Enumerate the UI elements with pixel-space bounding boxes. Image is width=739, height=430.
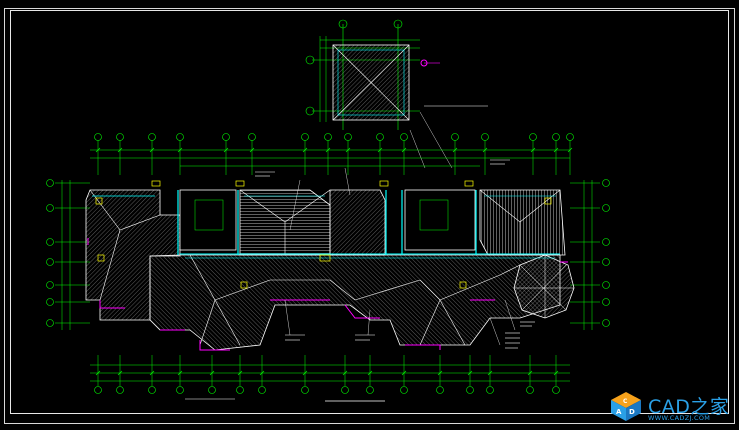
top-roof-plan — [305, 19, 488, 169]
grid-bubble — [338, 19, 348, 29]
grid-bubble — [400, 386, 408, 394]
cube-logo-icon: A D C — [611, 392, 641, 421]
grid-bubble — [466, 386, 474, 394]
grid-bubble — [526, 386, 534, 394]
grid-bubble — [116, 386, 124, 394]
grid-bubble — [566, 133, 574, 141]
grid-bubble — [46, 179, 54, 187]
cadzj-watermark: A D C CAD之家 WWW.CADZJ.COM — [606, 388, 736, 424]
grid-bubble — [46, 298, 54, 306]
grid-bubble — [176, 133, 184, 141]
main-roof-plan — [85, 159, 575, 351]
grid-bubble — [248, 133, 256, 141]
grid-bubble — [529, 133, 537, 141]
grid-bubble — [344, 133, 352, 141]
grid-bubble — [552, 133, 560, 141]
grid-bubble — [366, 386, 374, 394]
svg-text:D: D — [629, 408, 635, 416]
grid-bubble — [602, 179, 610, 187]
grid-bubble — [552, 386, 560, 394]
logo-letters: A — [616, 408, 622, 416]
right-grid-axis — [570, 179, 610, 330]
grid-bubble — [486, 386, 494, 394]
grid-bubble — [208, 386, 216, 394]
grid-bubble — [94, 386, 102, 394]
grid-bubble — [324, 133, 332, 141]
grid-bubble — [341, 386, 349, 394]
brand-name: CAD之家 — [648, 396, 730, 418]
grid-bubble — [305, 106, 315, 116]
grid-bubble — [236, 386, 244, 394]
grid-bubble — [301, 133, 309, 141]
grid-bubble — [376, 133, 384, 141]
grid-bubble — [46, 281, 54, 289]
grid-bubble — [148, 133, 156, 141]
grid-bubble — [602, 319, 610, 327]
grid-bubble — [393, 19, 403, 29]
grid-bubble — [602, 281, 610, 289]
grid-bubble — [305, 55, 315, 65]
brand-url: WWW.CADZJ.COM — [648, 414, 711, 422]
grid-bubble — [451, 133, 459, 141]
top-grid-axis — [90, 133, 574, 175]
grid-bubble — [481, 133, 489, 141]
bottom-grid-axis — [90, 355, 570, 394]
grid-bubble — [222, 133, 230, 141]
grid-bubble — [301, 386, 309, 394]
grid-bubble — [46, 319, 54, 327]
main-title-block — [185, 398, 385, 402]
grid-bubble — [94, 133, 102, 141]
grid-bubble — [46, 258, 54, 266]
drawing-border-outer — [4, 8, 735, 424]
drawing-border-inner — [10, 10, 729, 414]
grid-bubble — [46, 238, 54, 246]
grid-bubble — [176, 386, 184, 394]
grid-bubble — [46, 204, 54, 212]
grid-bubble — [602, 298, 610, 306]
grid-bubble — [400, 133, 408, 141]
grid-bubble — [148, 386, 156, 394]
left-grid-axis — [46, 179, 90, 330]
grid-bubble — [116, 133, 124, 141]
grid-bubble — [436, 386, 444, 394]
grid-bubble — [602, 238, 610, 246]
grid-bubble — [602, 204, 610, 212]
grid-bubble — [258, 386, 266, 394]
grid-bubble — [602, 258, 610, 266]
svg-text:C: C — [623, 398, 628, 405]
